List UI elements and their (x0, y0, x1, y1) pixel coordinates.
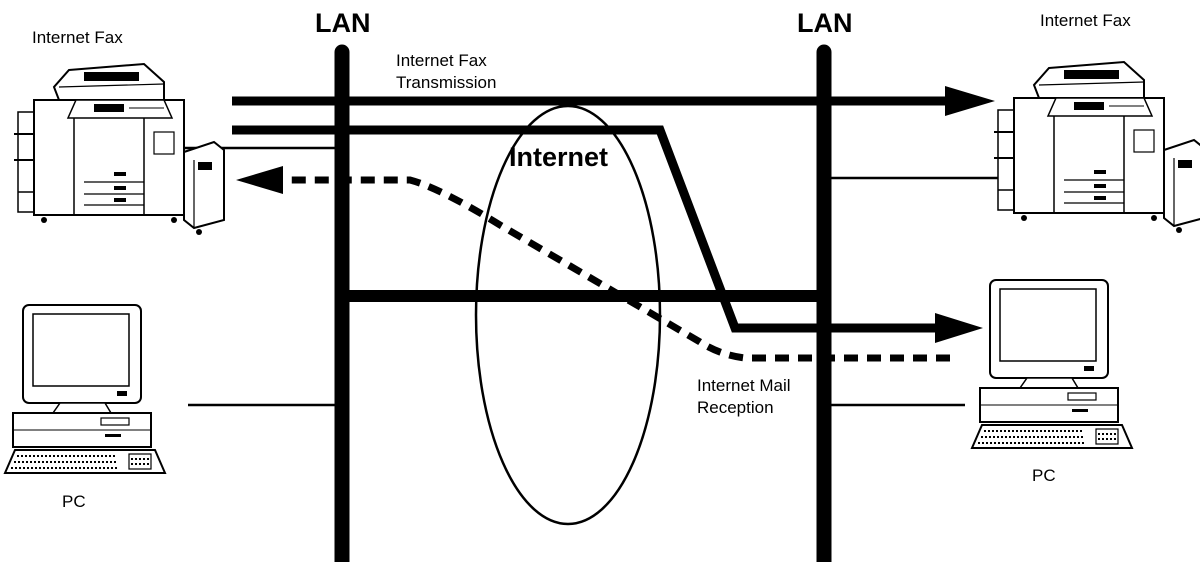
mail-reception-label-line1: Internet Mail (697, 376, 791, 395)
pc-left-label: PC (62, 492, 86, 511)
pc-right-label: PC (1032, 466, 1056, 485)
pc-left-icon (4, 304, 166, 474)
mail-reception-arrowhead (236, 166, 283, 194)
mail-reception-label-line2: Reception (697, 398, 774, 417)
mail-transmission-arrow-line (232, 125, 945, 333)
mail-transmission-arrowhead (935, 313, 983, 343)
fax-right-label: Internet Fax (1040, 11, 1131, 30)
lan-right-label: LAN (797, 8, 853, 38)
lan-left-label: LAN (315, 8, 371, 38)
fax-left-label: Internet Fax (32, 28, 123, 47)
fax-machine-right-icon (993, 61, 1200, 234)
fax-machine-left-icon (13, 63, 225, 236)
internet-label: Internet (509, 142, 608, 172)
fax-transmission-arrowhead (945, 86, 995, 116)
mail-reception-dashed-path (285, 176, 950, 362)
transmission-label-line2: Transmission (396, 73, 496, 92)
transmission-label-line1: Internet Fax (396, 51, 487, 70)
pc-right-icon (971, 279, 1133, 449)
